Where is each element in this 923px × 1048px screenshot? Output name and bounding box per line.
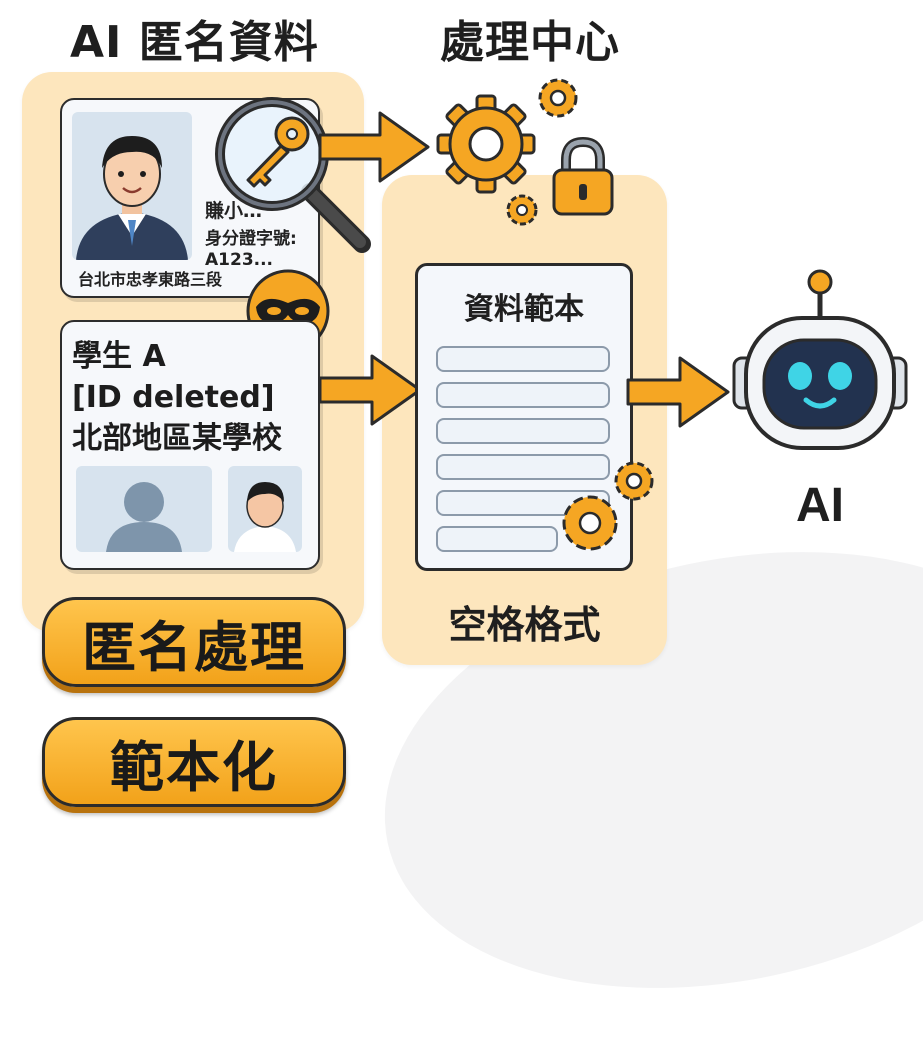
format-label: 空格格式 xyxy=(448,603,601,647)
anon-school: 北部地區某學校 xyxy=(72,421,282,456)
anonymize-button[interactable]: 匿名處理 xyxy=(42,597,346,687)
key-icon xyxy=(246,116,310,188)
id-number-label: 身分證字號: xyxy=(205,229,297,249)
gear-icon xyxy=(436,78,578,226)
anon-name: 學生 A xyxy=(72,339,166,374)
person-portrait-icon xyxy=(76,136,188,260)
arrow-icon xyxy=(318,354,422,426)
templatize-button[interactable]: 範本化 xyxy=(42,717,346,807)
id-address: 台北市忠孝東路三段 xyxy=(78,270,223,289)
heading-processing-center: 處理中心 xyxy=(440,17,620,68)
template-field xyxy=(436,346,610,372)
heading-anonymous-data: AI 匿名資料 xyxy=(70,17,319,68)
template-field xyxy=(436,454,610,480)
silhouette-icon xyxy=(106,482,182,552)
id-photo xyxy=(72,112,192,260)
robot-icon xyxy=(732,269,908,450)
ai-label: AI xyxy=(796,479,844,532)
template-field xyxy=(436,526,558,552)
person-portrait-icon xyxy=(234,482,296,552)
padlock-icon xyxy=(552,136,614,216)
template-field xyxy=(436,382,610,408)
silhouette-photo xyxy=(76,466,212,552)
id-number-value: A123... xyxy=(205,250,274,270)
template-field xyxy=(436,418,610,444)
student-photo xyxy=(228,466,302,552)
template-title: 資料範本 xyxy=(464,292,584,327)
gear-icon xyxy=(562,461,654,551)
anonymized-card: 學生 A [ID deleted] 北部地區某學校 xyxy=(60,320,320,570)
anon-id: [ID deleted] xyxy=(72,380,275,415)
arrow-icon xyxy=(626,356,730,428)
arrow-icon xyxy=(318,111,430,183)
